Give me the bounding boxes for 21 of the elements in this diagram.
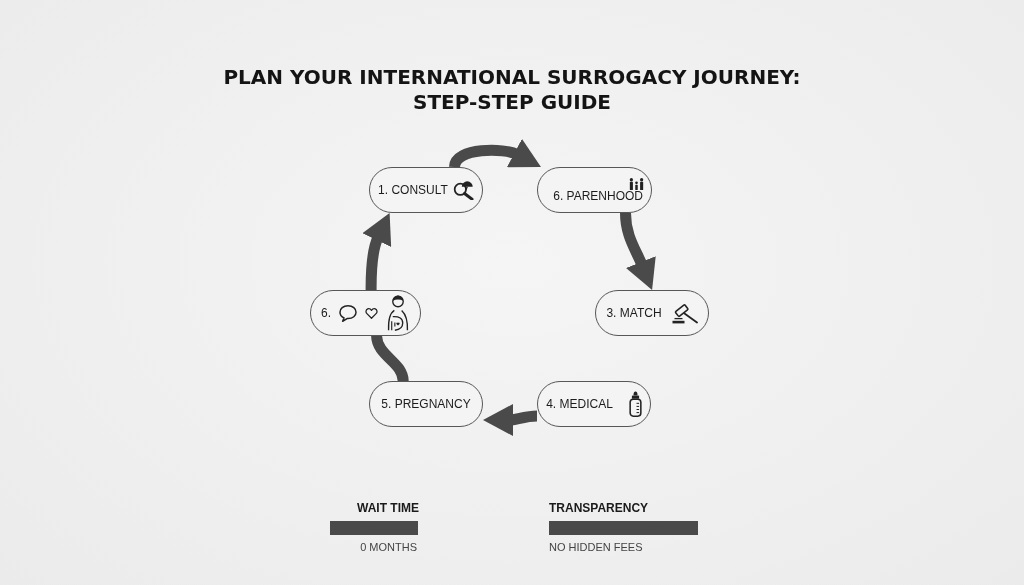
step-pill xyxy=(537,167,652,213)
metric-label: TRANSPARENCY xyxy=(549,501,650,515)
title: PLAN YOUR INTERNATIONAL SURROGACY JOURNEY: STEP-STEP GUIDE xyxy=(222,65,802,115)
metric-value: 0 MONTHS xyxy=(359,540,417,554)
flow-arrow xyxy=(362,212,392,290)
step-pill xyxy=(310,290,421,336)
step-pill xyxy=(369,381,483,427)
step-pill xyxy=(537,381,651,427)
flow-arrow xyxy=(449,138,543,169)
flow-arrow xyxy=(620,212,656,290)
step-label: 3. MATCH xyxy=(606,306,662,320)
step-pill xyxy=(595,290,709,336)
step-label: 6. xyxy=(321,306,331,320)
metric-label: WAIT TIME xyxy=(356,501,419,515)
flow-arrow xyxy=(483,403,538,436)
step-pill xyxy=(369,167,483,213)
step-label: 5. PREGNANCY xyxy=(381,397,471,411)
step-label: 6. PARENHOOD xyxy=(553,188,643,203)
metric-value: NO HIDDEN FEES xyxy=(549,540,644,554)
step-label: 1. CONSULT xyxy=(378,183,448,197)
step-label: 4. MEDICAL xyxy=(546,397,613,411)
